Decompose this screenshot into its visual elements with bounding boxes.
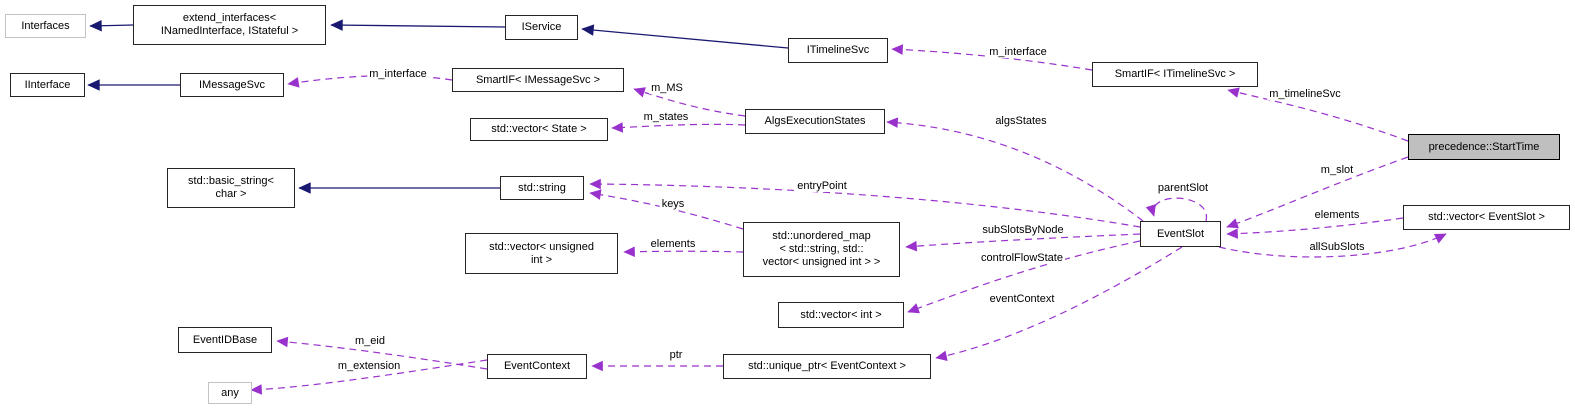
node-std-unordered-map[interactable]: std::unordered_map < std::string, std:: … (743, 222, 900, 277)
edge-label-control-flow-state: controlFlowState (979, 252, 1065, 264)
edge-entrypoint (589, 178, 1141, 228)
node-std-vector-int-label: std::vector< int > (800, 308, 882, 321)
node-std-vector-unsigned-int-label: std::vector< unsigned int > (489, 240, 594, 266)
edge-label-m-timeline-svc: m_timelineSvc (1267, 88, 1343, 100)
edge-mslot (1226, 156, 1409, 229)
node-any-label: any (221, 386, 239, 399)
node-interfaces-label: Interfaces (21, 19, 70, 32)
edge-itimelinesvc-iservice (581, 24, 789, 49)
node-std-string[interactable]: std::string (500, 176, 584, 200)
node-std-vector-int[interactable]: std::vector< int > (778, 302, 904, 328)
edge-mms (633, 87, 746, 117)
edge-parentslot-loop (1145, 197, 1207, 222)
node-iinterface-label: IInterface (24, 78, 71, 91)
edge-label-elements-eventslot: elements (1312, 209, 1362, 221)
edge-label-m-interface-imessagesvc: m_interface (367, 68, 429, 80)
node-std-vector-eventslot[interactable]: std::vector< EventSlot > (1403, 205, 1570, 230)
edge-algsstates (886, 117, 1144, 222)
edge-label-all-sub-slots: allSubSlots (1307, 241, 1367, 253)
edge-label-m-interface-itimelinesvc: m_interface (987, 46, 1049, 58)
edge-label-entry-point: entryPoint (795, 180, 849, 192)
edge-mextension (250, 359, 488, 395)
node-std-unique-ptr-eventcontext[interactable]: std::unique_ptr< EventContext > (723, 354, 931, 379)
node-precedence-starttime: precedence::StartTime (1408, 134, 1560, 160)
node-std-unique-ptr-eventcontext-label: std::unique_ptr< EventContext > (748, 360, 906, 373)
node-algsexecutionstates[interactable]: AlgsExecutionStates (745, 109, 885, 134)
node-any: any (208, 382, 252, 404)
node-extend-interfaces-label: extend_interfaces< INamedInterface, ISta… (160, 12, 299, 37)
node-iinterface[interactable]: IInterface (10, 73, 85, 97)
node-itimelinesvc-label: ITimelineSvc (806, 44, 870, 57)
node-eventidbase-label: EventIDBase (192, 333, 258, 346)
edge-label-elements-unsigned-int: elements (648, 238, 698, 250)
edge-minterface-imessagesvc (287, 75, 453, 88)
node-eventcontext[interactable]: EventContext (487, 354, 587, 379)
node-itimelinesvc[interactable]: ITimelineSvc (788, 38, 888, 63)
node-imessagesvc[interactable]: IMessageSvc (180, 73, 284, 97)
edge-label-parent-slot: parentSlot (1155, 182, 1211, 194)
node-smartif-imessagesvc[interactable]: SmartIF< IMessageSvc > (452, 68, 624, 92)
node-std-unordered-map-label: std::unordered_map < std::string, std:: … (762, 230, 881, 268)
edge-label-m-extension: m_extension (335, 360, 403, 372)
edge-label-m-slot: m_slot (1318, 164, 1356, 176)
node-std-basic-string-label: std::basic_string< char > (188, 175, 274, 200)
node-imessagesvc-label: IMessageSvc (198, 78, 266, 91)
edge-label-keys: keys (659, 198, 687, 210)
edge-allsubslots (1218, 233, 1447, 258)
edge-label-algs-states: algsStates (993, 115, 1049, 127)
node-interfaces: Interfaces (5, 14, 86, 38)
node-extend-interfaces[interactable]: extend_interfaces< INamedInterface, ISta… (133, 5, 326, 45)
edge-label-event-context: eventContext (987, 293, 1057, 305)
node-std-vector-state-label: std::vector< State > (491, 123, 587, 136)
edge-controlflowstate (907, 240, 1141, 314)
node-eventslot-label: EventSlot (1156, 227, 1205, 240)
edge-label-sub-slots-by-node: subSlotsByNode (980, 224, 1066, 236)
edge-mstates (611, 122, 746, 133)
node-iservice[interactable]: IService (505, 15, 578, 40)
edge-label-m-states: m_states (641, 111, 691, 123)
node-smartif-imessagesvc-label: SmartIF< IMessageSvc > (475, 73, 601, 86)
edge-label-m-eid: m_eid (353, 335, 387, 347)
node-smartif-itimelinesvc[interactable]: SmartIF< ITimelineSvc > (1092, 62, 1258, 87)
node-smartif-itimelinesvc-label: SmartIF< ITimelineSvc > (1114, 68, 1236, 81)
edge-iservice-extendinterfaces (330, 19, 506, 31)
node-precedence-starttime-label: precedence::StartTime (1428, 140, 1540, 153)
node-std-basic-string[interactable]: std::basic_string< char > (167, 168, 295, 208)
edge-extendinterfaces-interfaces (89, 20, 134, 32)
edge-minterface-itimelinesvc (891, 44, 1093, 71)
edge-label-ptr: ptr (667, 349, 685, 361)
node-iservice-label: IService (521, 21, 562, 34)
edge-label-m-ms: m_MS (649, 82, 685, 94)
edge-mtimelinesvc (1227, 87, 1409, 142)
edge-elements-eventslot (1226, 217, 1404, 239)
node-eventslot[interactable]: EventSlot (1140, 221, 1221, 247)
node-std-vector-state[interactable]: std::vector< State > (470, 118, 608, 141)
node-eventidbase[interactable]: EventIDBase (178, 327, 272, 353)
edge-eventcontext (935, 246, 1183, 361)
node-algsexecutionstates-label: AlgsExecutionStates (764, 115, 866, 128)
node-std-vector-unsigned-int[interactable]: std::vector< unsigned int > (465, 233, 618, 274)
edge-subslotsbynode (905, 233, 1141, 252)
node-std-string-label: std::string (518, 181, 566, 194)
edge-elements-uint (623, 246, 744, 257)
node-std-vector-eventslot-label: std::vector< EventSlot > (1428, 211, 1545, 224)
node-eventcontext-label: EventContext (503, 360, 571, 373)
